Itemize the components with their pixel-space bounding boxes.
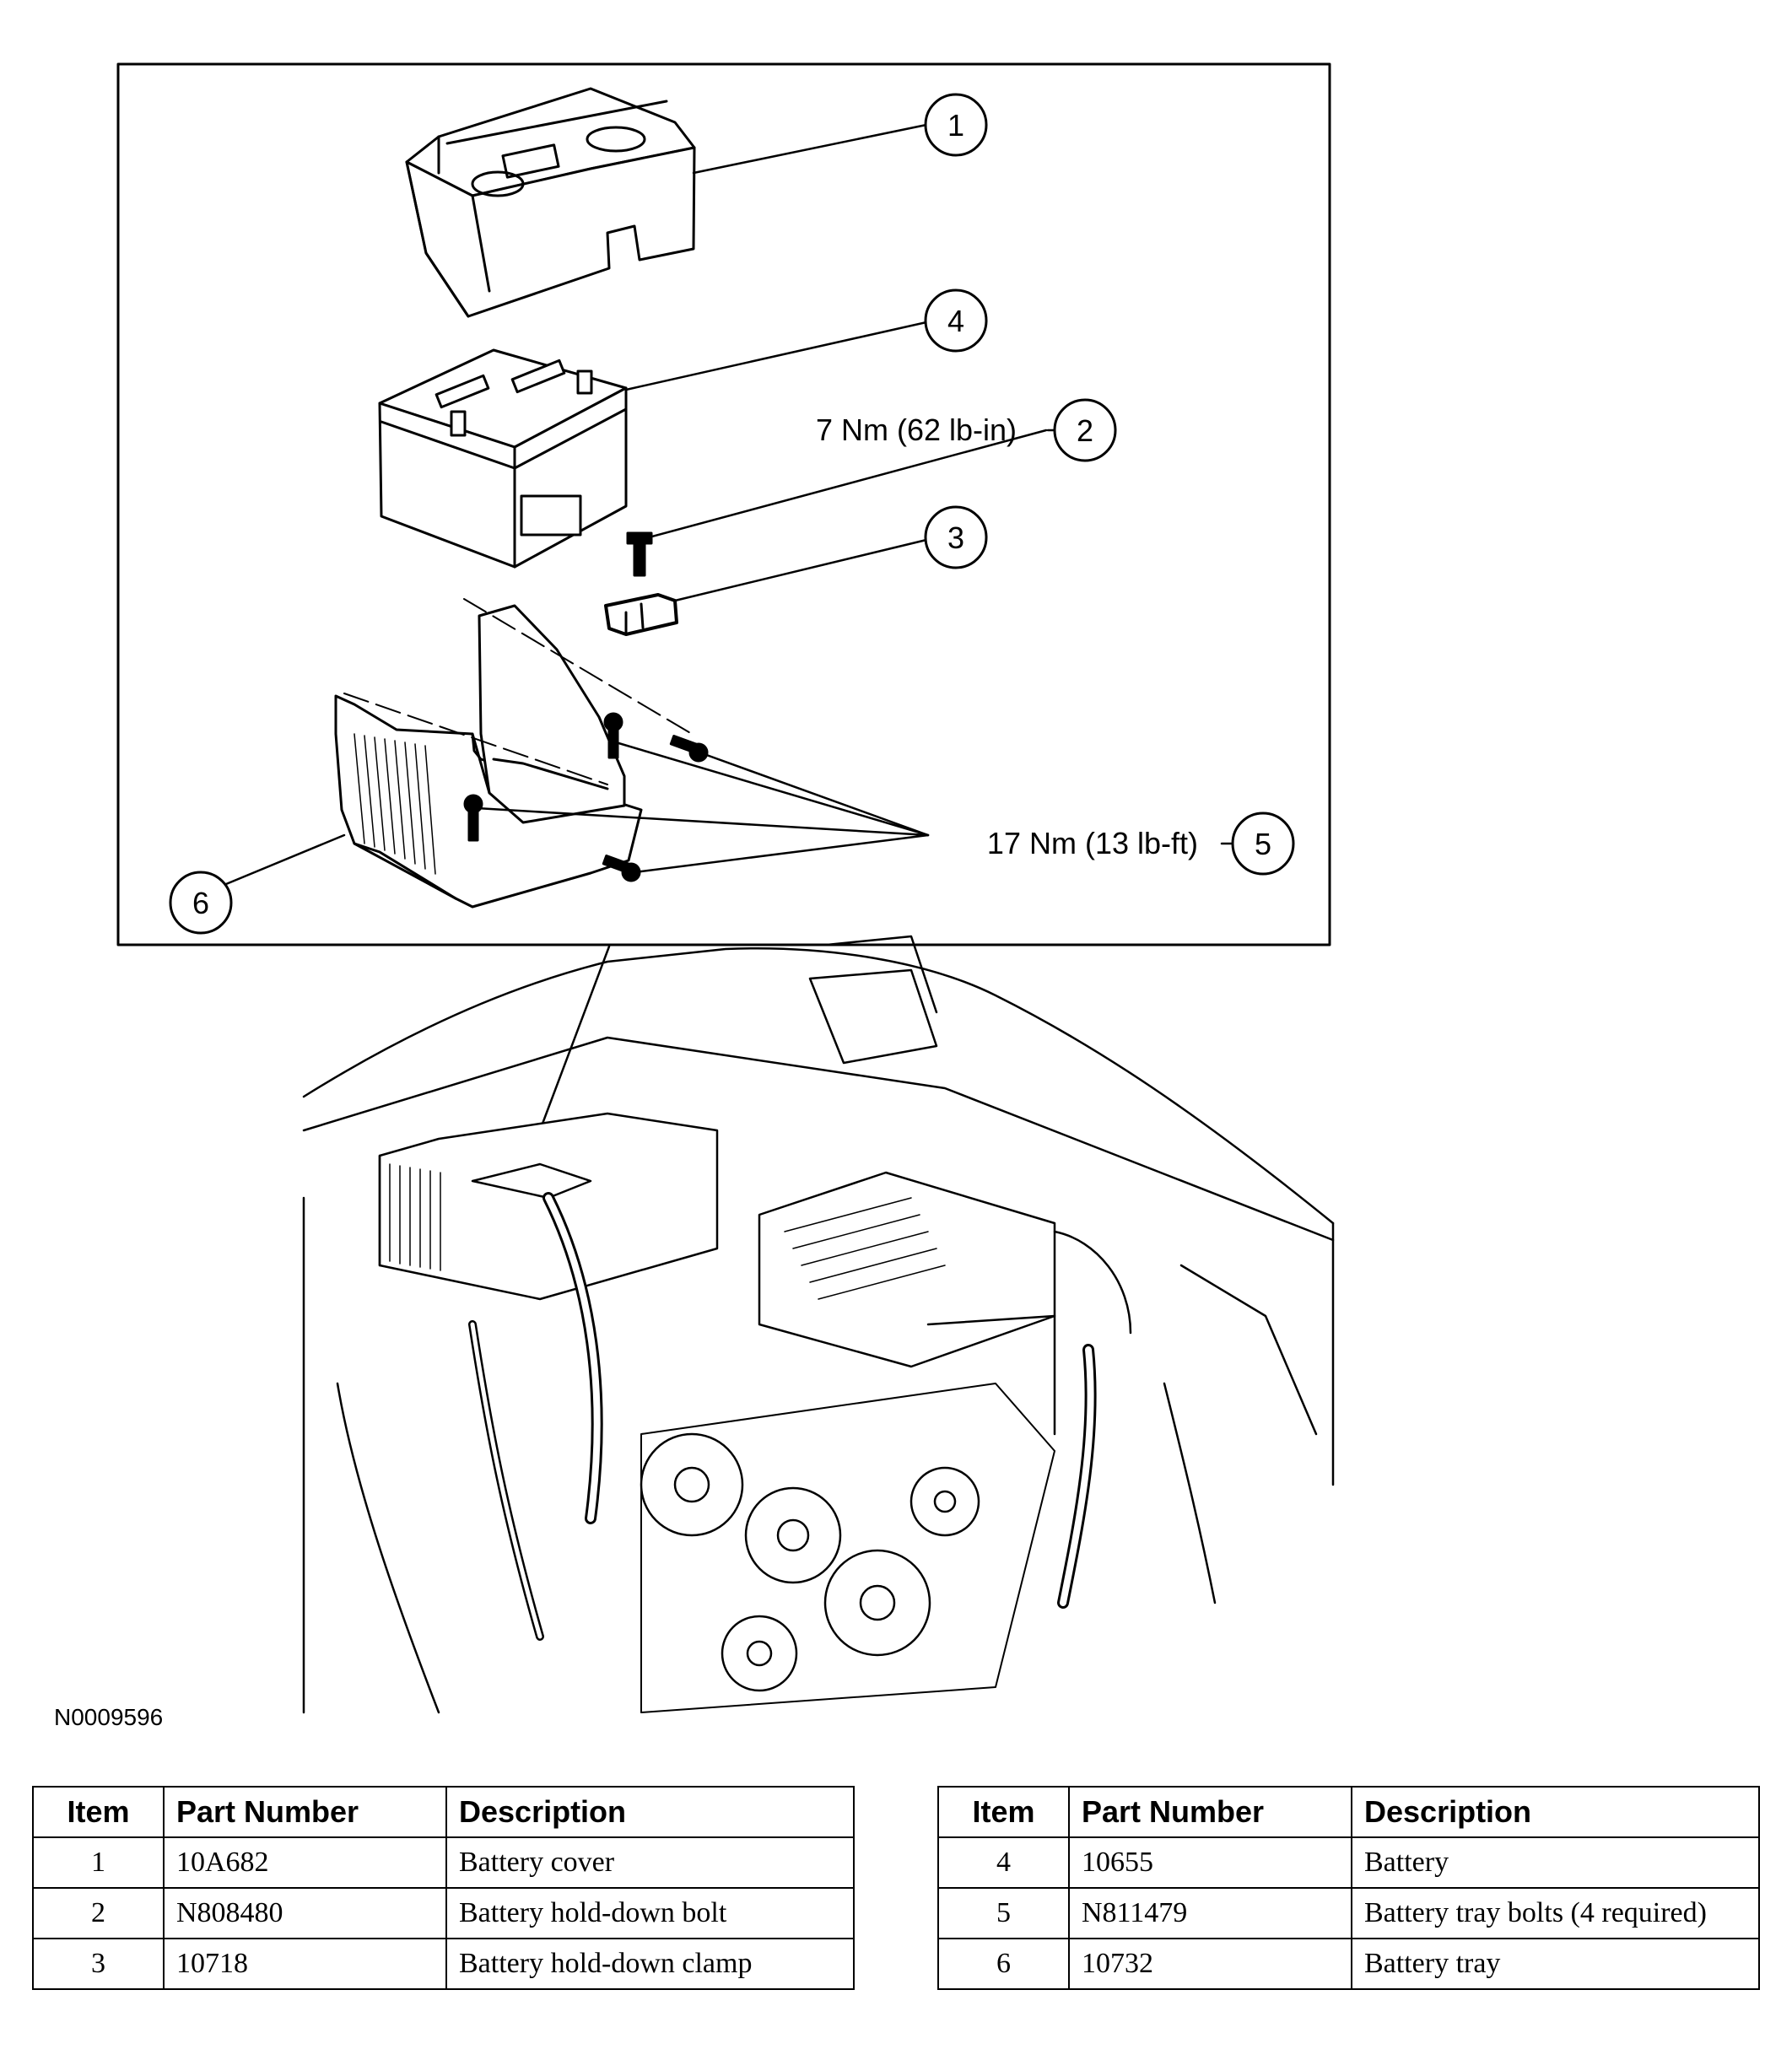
hold-down-clamp-drawing <box>604 593 678 636</box>
callout-2: 2 <box>1077 413 1093 448</box>
header-part-number: Part Number <box>1068 1786 1352 1838</box>
parts-table-right: Item Part Number Description 4 10655 Bat… <box>937 1786 1760 1990</box>
cell-description: Battery tray bolts (4 required) <box>1351 1887 1760 1939</box>
parts-table-left: Item Part Number Description 1 10A682 Ba… <box>32 1786 855 1990</box>
battery-cover-drawing <box>405 87 696 318</box>
cell-part-number: N808480 <box>163 1887 447 1939</box>
cell-part-number: 10655 <box>1068 1836 1352 1889</box>
detail-frame <box>116 62 1331 946</box>
torque-spec-item-5: 17 Nm (13 lb-ft) <box>987 826 1198 860</box>
battery-drawing <box>378 348 628 569</box>
callout-circle-4 <box>924 289 988 353</box>
table-row: 3 10718 Battery hold-down clamp <box>32 1938 855 1990</box>
callout-5: 5 <box>1255 827 1271 861</box>
callout-circle-2 <box>1053 398 1117 462</box>
cell-part-number: 10718 <box>163 1938 447 1990</box>
leader-lines <box>224 123 1238 886</box>
cell-description: Battery hold-down clamp <box>445 1938 855 1990</box>
callout-6: 6 <box>192 886 209 920</box>
figure-id: N0009596 <box>54 1704 164 1730</box>
table-header-row: Item Part Number Description <box>32 1786 855 1838</box>
header-item: Item <box>32 1786 165 1838</box>
cell-item: 3 <box>32 1938 165 1990</box>
table-row: 2 N808480 Battery hold-down bolt <box>32 1887 855 1939</box>
table-row: 4 10655 Battery <box>937 1836 1760 1889</box>
callout-3: 3 <box>947 520 964 555</box>
cell-part-number: 10732 <box>1068 1938 1352 1990</box>
cell-item: 1 <box>32 1836 165 1889</box>
locator-line <box>538 945 611 1132</box>
table-row: 1 10A682 Battery cover <box>32 1836 855 1889</box>
callout-circle-5 <box>1231 812 1295 876</box>
cell-item: 4 <box>937 1836 1070 1889</box>
cell-item: 6 <box>937 1938 1070 1990</box>
header-part-number: Part Number <box>163 1786 447 1838</box>
engine-bay-drawing <box>302 935 1335 1714</box>
table-row: 6 10732 Battery tray <box>937 1938 1760 1990</box>
callout-4: 4 <box>947 304 964 338</box>
header-item: Item <box>937 1786 1070 1838</box>
cell-description: Battery tray <box>1351 1938 1760 1990</box>
cell-part-number: N811479 <box>1068 1887 1352 1939</box>
callout-circle-3 <box>924 505 988 569</box>
callout-circle-1 <box>924 93 988 157</box>
callout-1: 1 <box>947 108 964 143</box>
cell-description: Battery <box>1351 1836 1760 1889</box>
tray-bolts-drawing <box>463 712 709 882</box>
header-description: Description <box>1351 1786 1760 1838</box>
table-row: 5 N811479 Battery tray bolts (4 required… <box>937 1887 1760 1939</box>
battery-tray-drawing <box>334 598 693 909</box>
torque-spec-item-2: 7 Nm (62 lb-in) <box>816 413 1017 447</box>
header-description: Description <box>445 1786 855 1838</box>
cell-part-number: 10A682 <box>163 1836 447 1889</box>
table-header-row: Item Part Number Description <box>937 1786 1760 1838</box>
cell-description: Battery hold-down bolt <box>445 1887 855 1939</box>
cell-description: Battery cover <box>445 1836 855 1889</box>
cell-item: 5 <box>937 1887 1070 1939</box>
cell-item: 2 <box>32 1887 165 1939</box>
callout-circle-6 <box>169 871 233 935</box>
